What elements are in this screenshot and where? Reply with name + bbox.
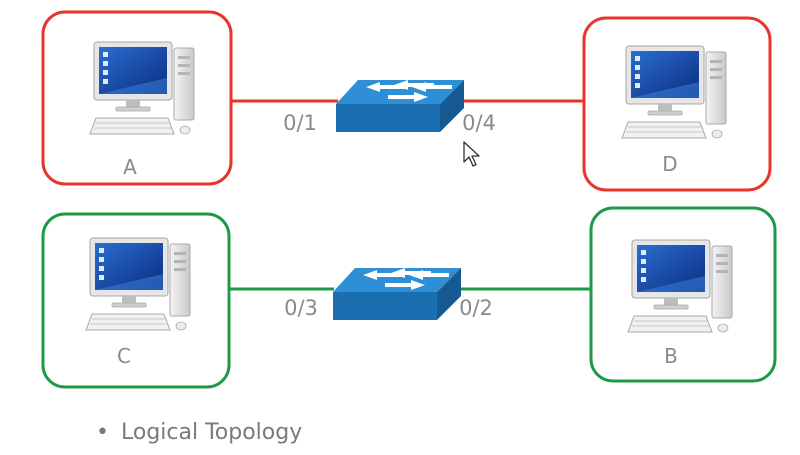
computer-d-label: D (662, 152, 677, 176)
bullet-dot: • (96, 420, 109, 445)
mouse-pointer-icon (463, 141, 480, 167)
computer-b[interactable]: B (589, 206, 777, 383)
desktop-computer-icon (89, 41, 195, 135)
computer-c[interactable]: C (41, 212, 231, 389)
network-switch-icon (333, 268, 461, 320)
computer-a-label: A (123, 155, 137, 179)
port-label-0-3: 0/3 (284, 296, 318, 320)
computer-a[interactable]: A (41, 10, 233, 186)
switch-top[interactable] (336, 80, 464, 132)
network-switch-icon (336, 80, 464, 132)
switch-bottom[interactable] (333, 268, 461, 320)
desktop-computer-icon (627, 239, 733, 333)
desktop-computer-icon (85, 237, 191, 331)
port-label-0-1: 0/1 (283, 111, 317, 135)
bullet-item: • Logical Topology (96, 420, 302, 445)
computer-c-label: C (117, 344, 131, 368)
port-label-0-4: 0/4 (462, 111, 496, 135)
port-label-0-2: 0/2 (459, 296, 493, 320)
computer-d[interactable]: D (582, 16, 772, 192)
bullet-text: Logical Topology (120, 420, 303, 445)
computer-b-label: B (664, 344, 678, 368)
desktop-computer-icon (621, 45, 727, 139)
